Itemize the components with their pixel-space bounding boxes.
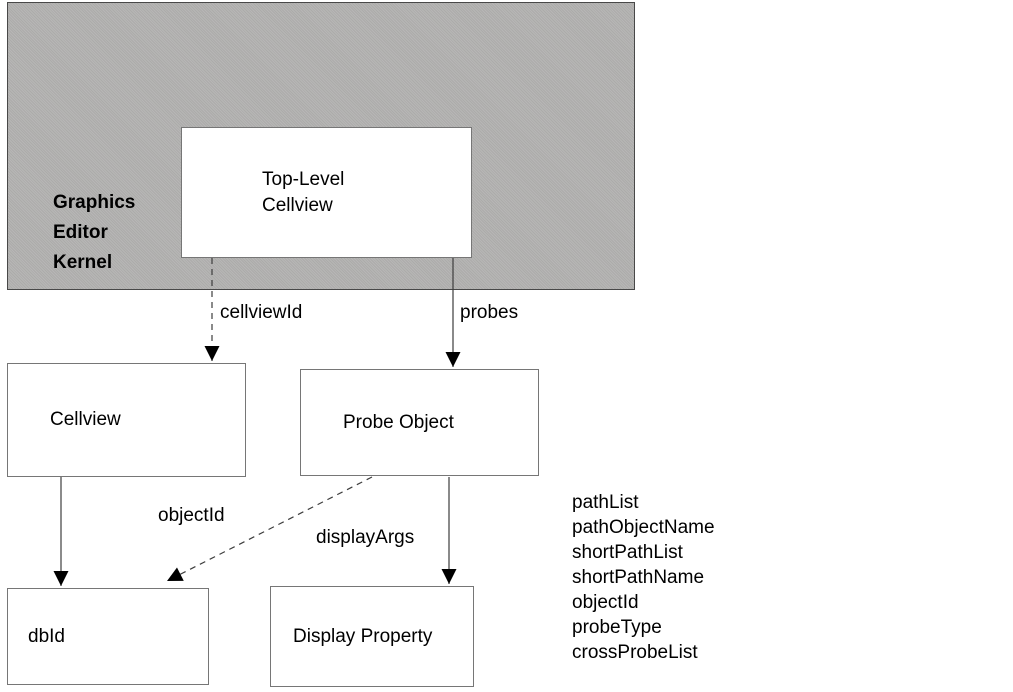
kernel-label-line: Graphics — [53, 192, 136, 213]
probe-property-item: probeType — [572, 617, 662, 638]
node-probe-object-label: Probe Object — [343, 411, 454, 433]
node-label-line: Top-Level — [262, 168, 345, 190]
kernel-region-label: Graphics Editor Kernel — [53, 188, 135, 278]
probe-property-item: objectId — [572, 592, 639, 613]
kernel-label-line: Kernel — [53, 252, 113, 273]
edge-label-cellviewid: cellviewId — [220, 302, 303, 323]
node-probe-object: Probe Object — [300, 369, 539, 476]
node-cellview-label: Cellview — [50, 409, 121, 430]
probe-property-item: shortPathList — [572, 542, 683, 563]
node-dbid: dbId — [7, 588, 209, 685]
node-dbid-label: dbId — [28, 625, 65, 647]
probe-property-item: pathObjectName — [572, 517, 715, 538]
probe-property-item: shortPathName — [572, 567, 705, 588]
edge-label-probes: probes — [460, 302, 519, 323]
edge-label-objectid: objectId — [158, 505, 225, 526]
edge-label-displayargs: displayArgs — [316, 527, 415, 548]
node-display-property: Display Property — [270, 586, 474, 687]
node-top-level-cellview-label: Top-Level Cellview — [262, 167, 344, 219]
node-display-property-label: Display Property — [293, 625, 433, 647]
probe-property-item: crossProbeList — [572, 642, 698, 663]
node-label-line: Cellview — [262, 194, 333, 216]
probe-property-item: pathList — [572, 492, 639, 513]
node-cellview: Cellview — [7, 363, 246, 477]
kernel-label-line: Editor — [53, 222, 108, 243]
node-top-level-cellview: Top-Level Cellview — [181, 127, 472, 258]
probe-property-list: pathList pathObjectName shortPathList sh… — [572, 490, 715, 665]
